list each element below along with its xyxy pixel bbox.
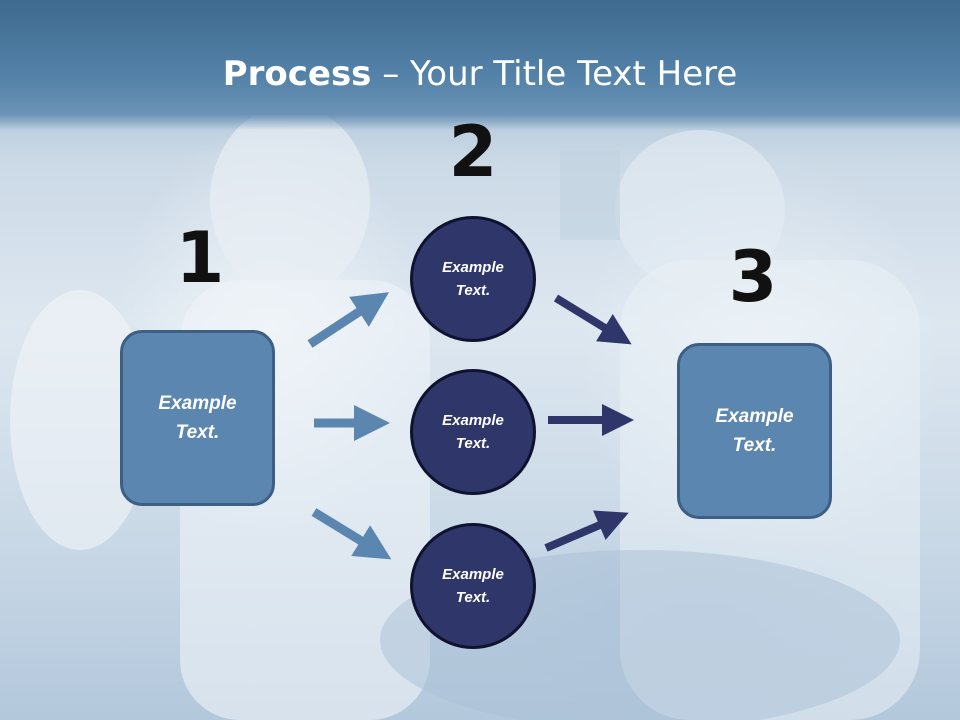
process-circle-2: Example Text. [410,369,536,495]
process-circle-1: Example Text. [410,216,536,342]
arrow-from-circle-1 [553,294,632,345]
title-rest: – Your Title Text Here [371,54,738,94]
step-number-3: 3 [728,236,778,318]
step-number-1: 1 [175,217,225,299]
step-number-2: 2 [448,111,498,193]
title-bar [0,0,960,130]
start-box-label: Example Text. [158,393,237,443]
end-box-label: Example Text. [715,406,794,456]
circle-3-label: Example Text. [442,566,504,606]
slide-title: Process – Your Title Text Here [0,52,960,96]
title-bold: Process [222,54,372,94]
start-box: Example Text. [120,330,275,506]
end-box: Example Text. [677,343,832,519]
process-circle-3: Example Text. [410,523,536,649]
circle-2-label: Example Text. [442,412,504,452]
arrow-to-circle-1 [307,292,390,348]
arrow-from-circle-3 [544,510,629,552]
arrow-to-circle-3 [311,508,392,560]
circle-1-label: Example Text. [442,259,504,299]
